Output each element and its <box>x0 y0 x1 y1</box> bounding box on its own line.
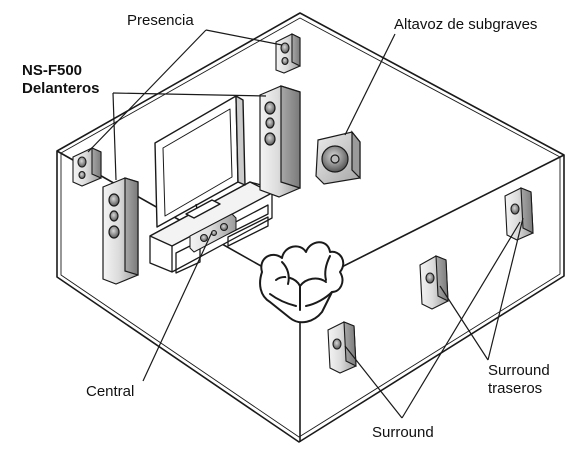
armchair-icon <box>259 241 345 324</box>
surround-speaker-icon <box>327 321 357 374</box>
surround-back-left-speaker-icon <box>419 255 449 310</box>
presence-right-speaker-icon <box>275 33 301 74</box>
front-speakers-label-line1: NS-F500 <box>22 62 83 79</box>
subwoofer-label: Altavoz de subgraves <box>394 16 538 33</box>
front-left-speaker-icon <box>102 177 139 285</box>
subwoofer-icon <box>315 130 361 185</box>
television-icon <box>154 95 246 228</box>
surround-back-right-speaker-icon <box>504 187 534 241</box>
leader-lines <box>87 29 524 419</box>
presence-label: Presencia <box>127 12 194 29</box>
surround-back-label-line2: traseros <box>488 380 543 397</box>
front-right-speaker-icon <box>259 85 301 198</box>
surround-back-label-line1: Surround <box>488 362 550 379</box>
center-label: Central <box>86 383 135 400</box>
surround-label: Surround <box>372 424 434 441</box>
presence-left-speaker-icon <box>72 147 102 187</box>
center-speaker-icon <box>189 213 237 253</box>
front-speakers-label-line2: Delanteros <box>22 80 100 97</box>
